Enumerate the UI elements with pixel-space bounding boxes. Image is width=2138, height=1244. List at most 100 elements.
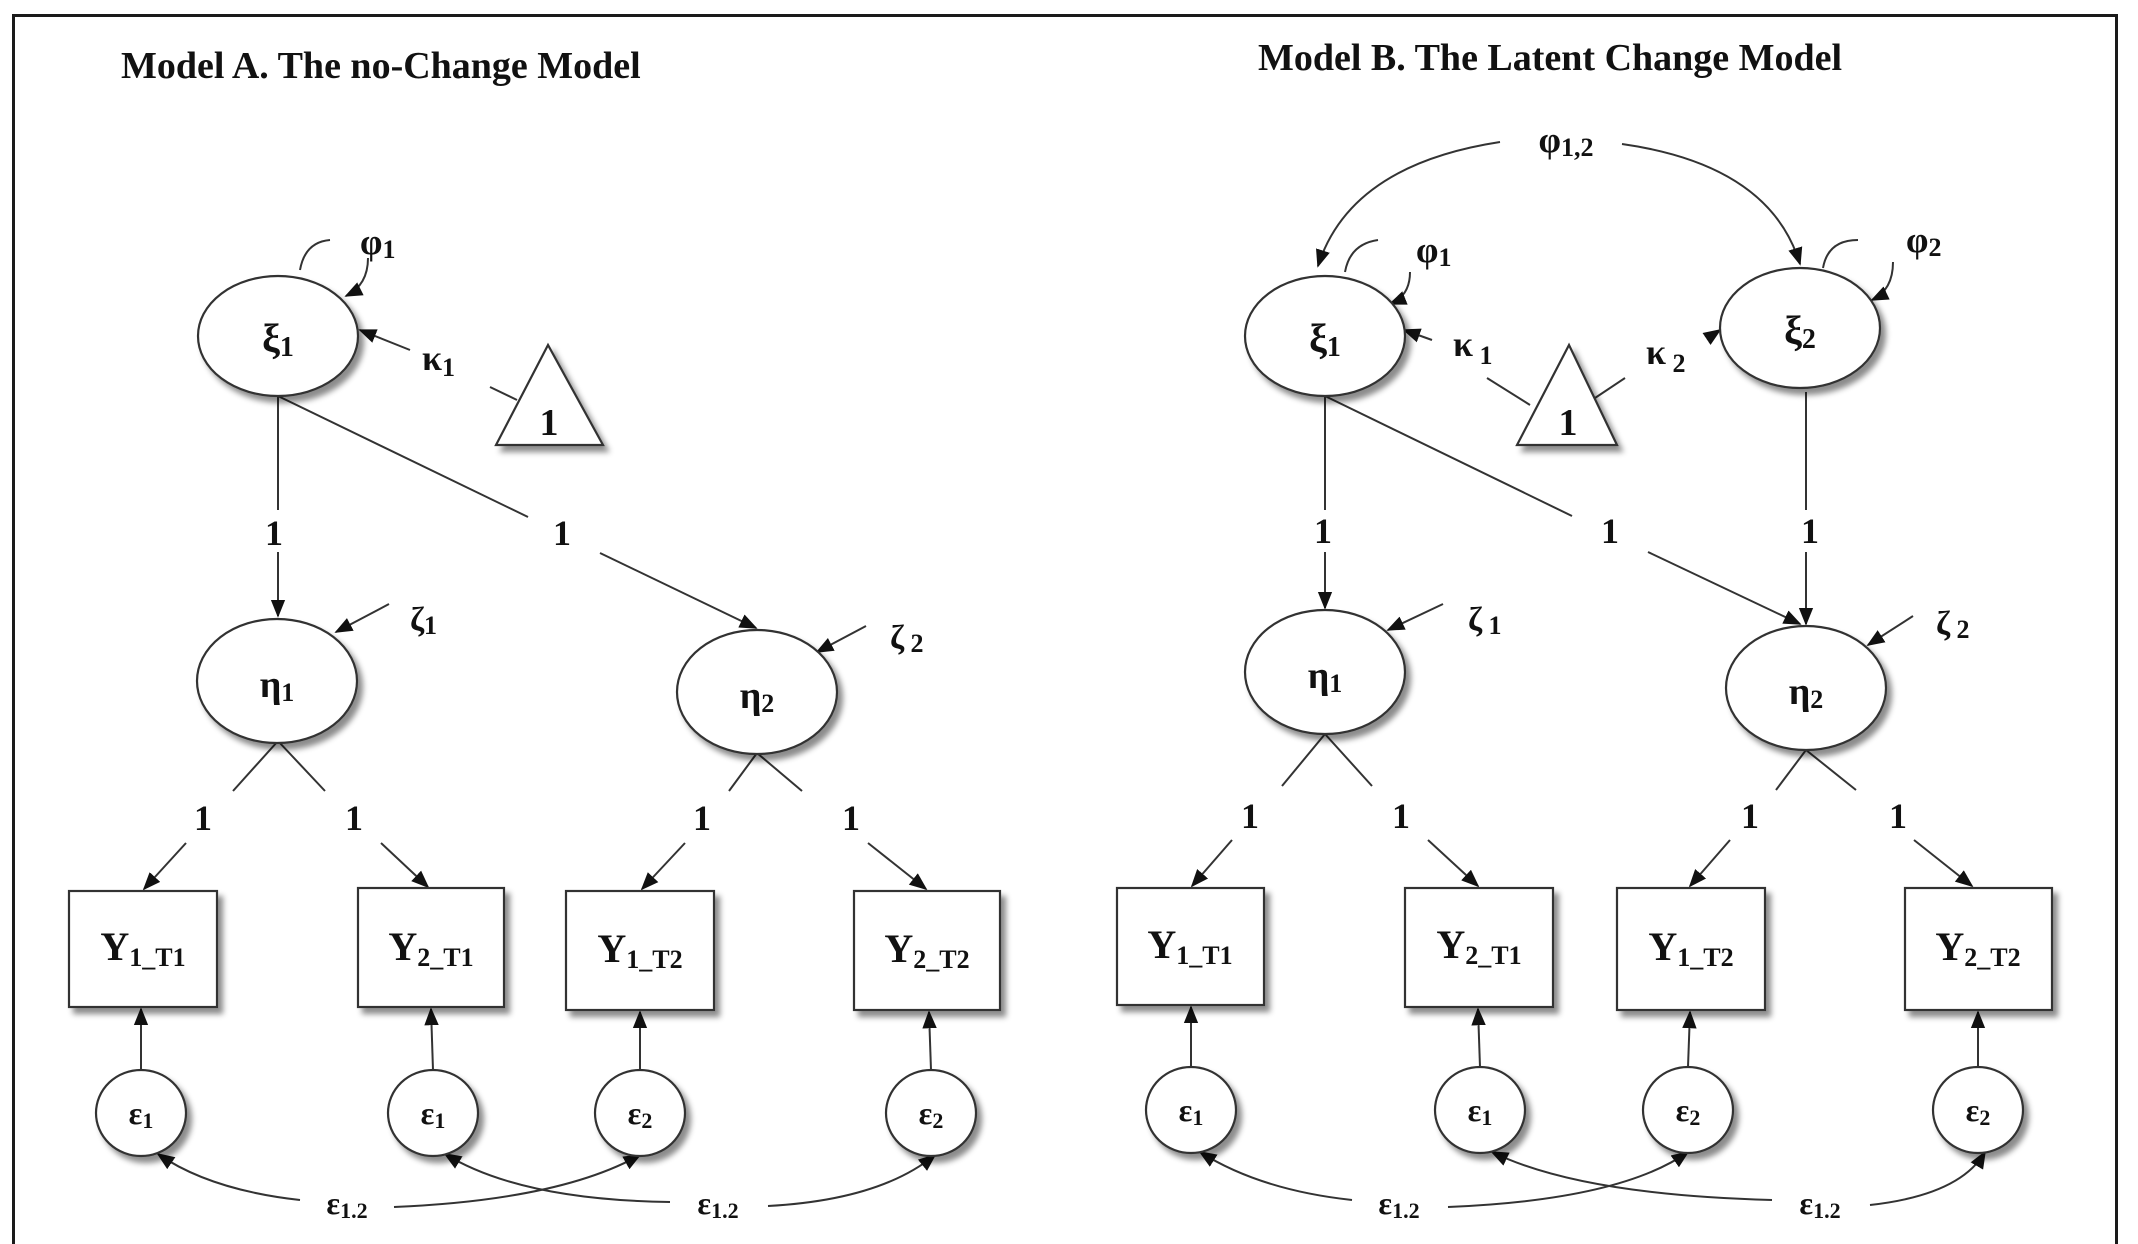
phi1-label: φ1 [360,222,395,264]
error-label-2: ε1 [1468,1092,1493,1130]
eta1-branch-left [232,740,279,792]
error-node-4 [884,1068,978,1158]
eta2-label: η2 [1789,671,1824,714]
error-label-3: ε2 [1676,1092,1701,1130]
loading-xi1-eta1: 1 [1314,511,1332,551]
y1t2-label: Y1_T2 [1648,924,1733,972]
eta1-label: η1 [1308,655,1343,698]
constant-label: 1 [540,402,559,444]
latent-eta1 [195,617,359,745]
error-node-1 [94,1068,188,1158]
latent-eta2 [675,628,839,756]
loading-y1t1: 1 [194,798,212,838]
phi1-self-loop-start [1344,239,1379,273]
error-cov-arc-2a [1490,1151,1773,1201]
latent-xi2 [1718,266,1882,390]
y2t2-label: Y2_T2 [1935,924,2020,972]
zeta2-arrow [1866,615,1914,646]
error-node-4 [1931,1065,2025,1155]
error-arrow-2 [424,1007,439,1071]
error-cov-label-2: ε1.2 [1799,1185,1840,1223]
observed-y1-t1 [1115,886,1266,1007]
error-cov-label-2: ε1.2 [697,1185,738,1223]
figure-frame [12,14,2118,1244]
error-cov-arc-2a [443,1153,671,1203]
xi1-eta2-path-lower [599,552,758,629]
zeta1-label: ζ1 [410,601,437,640]
latent-eta2 [1724,624,1888,752]
eta1-label: η1 [260,664,295,707]
constant-label: 1 [1559,402,1578,444]
eta2-branch-left [728,752,758,792]
y2t1-label: Y2_T1 [1436,922,1521,970]
zeta2-label: ζ 2 [890,619,924,658]
model-a-title: Model A. The no-Change Model [121,45,641,87]
eta2-branch-right [1805,749,1857,791]
loading-arrow-y1t2 [1688,839,1731,888]
kappa1-label: κ 1 [1453,324,1493,370]
error-label-2: ε1 [421,1095,446,1133]
constant-to-kappa1-line [1486,377,1531,406]
model-b: Model B. The Latent Change Model [1115,37,2054,1223]
xi2-label: ξ2 [1784,308,1816,355]
y1t1-label: Y1_T1 [100,924,185,972]
loading-xi1-eta2: 1 [1601,511,1619,551]
phi12-label: φ1,2 [1539,120,1594,162]
kappa2-label: κ 2 [1646,332,1686,378]
phi2-self-loop-arrow [1870,261,1894,301]
loading-y2t2: 1 [1889,796,1907,836]
eta1-branch-right [277,740,326,792]
error-node-3 [593,1068,687,1158]
eta2-branch-left [1775,749,1807,791]
constant-triangle [494,342,605,447]
y1t2-label: Y1_T2 [597,926,682,974]
zeta1-arrow [334,603,390,633]
error-cov-label-1: ε1.2 [1378,1185,1419,1223]
phi1-self-loop-start [299,239,331,271]
latent-xi1 [1243,274,1407,398]
phi12-arc-right [1621,143,1803,266]
loading-arrow-y2t2 [867,842,928,891]
model-a: Model A. The no-Change Model [67,45,1002,1223]
kappa1-arrow [1402,328,1433,343]
phi1-self-loop-arrow [344,257,369,297]
error-node-3 [1641,1065,1735,1155]
phi1-label: φ1 [1416,230,1451,272]
loading-arrow-y1t2 [640,842,686,891]
observed-y2-t1 [1403,886,1555,1009]
observed-y1-t2 [564,889,716,1012]
xi1-label: ξ1 [1309,316,1341,363]
error-node-1 [1144,1065,1238,1155]
eta2-branch-right [756,752,803,792]
observed-y2-t1 [356,886,506,1009]
phi2-self-loop-start [1822,239,1859,269]
xi1-label: ξ1 [262,316,294,363]
error-arrow-2 [1471,1007,1486,1068]
loading-y1t2: 1 [1741,796,1759,836]
loading-arrow-y1t1 [1190,839,1233,888]
y2t1-label: Y2_T1 [388,924,473,972]
xi1-eta2-path-upper [1324,395,1573,517]
error-label-4: ε2 [1966,1092,1991,1130]
error-cov-arc-1b [1447,1150,1690,1208]
zeta1-arrow [1386,603,1444,631]
kappa1-label: κ1 [422,338,455,382]
y2t2-label: Y2_T2 [884,926,969,974]
zeta1-label: ζ 1 [1468,601,1502,640]
loading-arrow-y2t2 [1913,839,1974,888]
loading-y2t2: 1 [842,798,860,838]
error-cov-arc-2b [1869,1150,1986,1206]
observed-y2-t2 [1903,886,2054,1012]
error-arrow-4 [922,1010,937,1071]
loading-y2t1: 1 [345,798,363,838]
loading-xi1-eta1: 1 [265,513,283,553]
phi1-self-loop-arrow [1388,271,1411,305]
loading-xi1-eta2: 1 [553,513,571,553]
latent-eta1 [1243,608,1407,736]
error-label-1: ε1 [1179,1092,1204,1130]
observed-y1-t2 [1615,886,1767,1012]
error-cov-arc-1a [156,1152,301,1201]
error-label-1: ε1 [129,1095,154,1133]
constant-to-kappa2-line [1591,377,1626,401]
